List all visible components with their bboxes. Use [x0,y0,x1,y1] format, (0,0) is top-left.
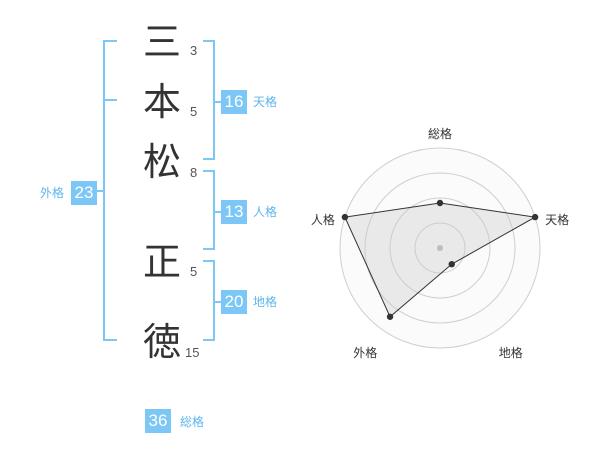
gaikaku-label: 外格 [40,186,65,200]
radar-point-4 [386,313,394,320]
stroke-count-4: 5 [190,264,198,279]
name-char-1: 三 [142,20,181,64]
radar-area [344,202,537,318]
radar-point-2 [531,213,539,221]
name-char-4: 正 [142,240,181,284]
radar-axis-label-1: 総格 [428,126,452,141]
radar-ring [414,222,466,274]
radar-point-3 [448,260,455,268]
radar-axis-label-2: 天格 [545,212,569,227]
jinkaku-badge: 13 [221,200,247,224]
radar-ring [389,197,491,299]
radar-axis-label-5: 人格 [311,212,335,227]
gaikaku-badge: 23 [71,181,97,205]
radar-axis-label-3: 地格 [499,345,523,360]
radar-ring [364,172,516,324]
name-char-2: 本 [142,80,181,124]
stroke-count-3: 8 [190,165,198,180]
soukaku-badge: 36 [145,409,171,433]
stroke-count-5: 15 [185,345,200,360]
chikaku-label: 地格 [253,295,278,309]
radar-axis-label-4: 外格 [353,345,377,360]
tenkaku-badge: 16 [221,90,247,114]
radar-point-1 [436,199,444,207]
chikaku-badge: 20 [221,290,247,314]
stroke-count-1: 3 [190,43,198,58]
radar-center [437,245,443,251]
radar-point-5 [341,213,349,221]
tenkaku-label: 天格 [253,95,278,109]
jinkaku-label: 人格 [253,205,278,219]
stroke-count-2: 5 [190,104,198,119]
name-char-3: 松 [142,140,181,184]
soukaku-label: 総格 [180,415,205,429]
name-char-5: 徳 [142,320,181,364]
